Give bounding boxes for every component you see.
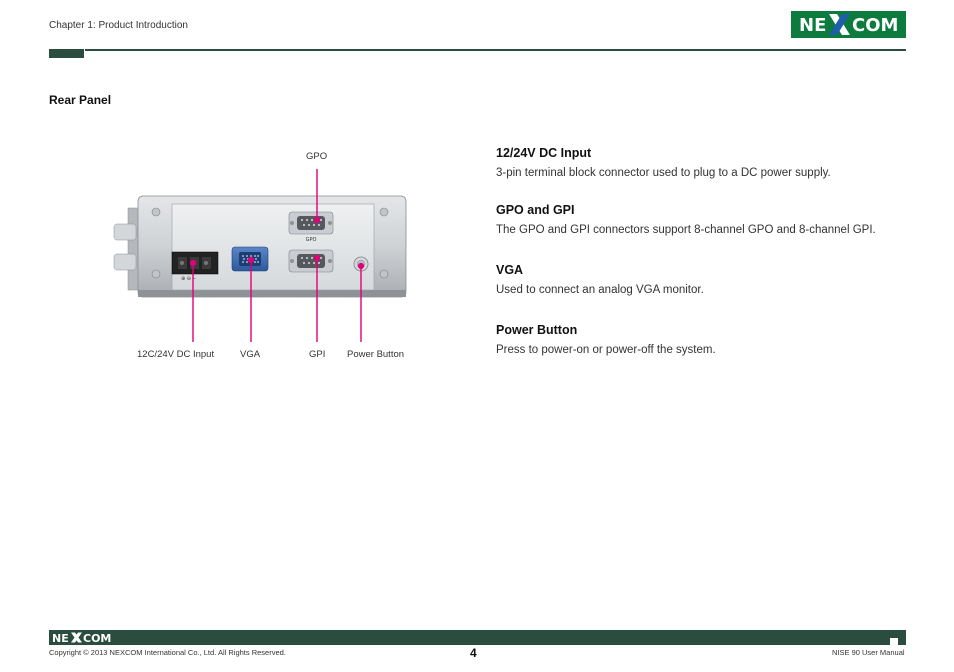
svg-text:COM: COM <box>83 632 111 644</box>
footer-square-decoration <box>890 630 898 638</box>
callout-label-gpi: GPI <box>309 349 326 360</box>
callout-label-power-button: Power Button <box>347 349 405 360</box>
screw-icon <box>379 269 389 279</box>
desc-title-dc-input: 12/24V DC Input <box>496 146 592 160</box>
gpo-port <box>288 211 334 235</box>
page-number: 4 <box>470 646 477 660</box>
footer-copyright: Copyright © 2013 NEXCOM International Co… <box>49 648 286 657</box>
callout-lines <box>189 169 365 342</box>
footer-bar <box>49 630 906 645</box>
footer-logo-graphic: NE COM <box>52 632 111 645</box>
callout-label-vga: VGA <box>240 349 261 360</box>
desc-title-power-button: Power Button <box>496 323 578 337</box>
footer-square-decoration <box>899 638 906 645</box>
desc-title-gpo-gpi: GPO and GPI <box>496 203 575 217</box>
rear-panel-illustration: ⊕ ⊖ ─ GPO <box>113 169 407 342</box>
gpo-port-label: GPO <box>306 237 317 243</box>
chassis-base <box>138 290 406 297</box>
gpi-port <box>288 249 334 273</box>
screw-icon <box>151 269 161 279</box>
footer-square-gap <box>890 638 898 645</box>
section-title: Rear Panel <box>49 93 112 107</box>
callout-label-dc-input: 12C/24V DC Input <box>137 349 215 360</box>
header-accent-block <box>49 49 84 58</box>
screw-icon <box>379 207 389 217</box>
desc-title-vga: VGA <box>496 263 524 277</box>
mounting-bracket <box>113 207 141 291</box>
svg-text:COM: COM <box>852 15 898 36</box>
io-panel <box>171 203 375 291</box>
desc-text-dc-input: 3-pin terminal block connector used to p… <box>496 167 831 179</box>
desc-text-power-button: Press to power-on or power-off the syste… <box>496 344 716 356</box>
nexcom-logo-graphic: NE COM <box>791 11 906 38</box>
footer-logo: NE COM <box>52 631 112 649</box>
screw-icon <box>151 207 161 217</box>
svg-text:NE: NE <box>799 15 826 36</box>
callout-label-gpo: GPO <box>306 151 328 162</box>
header-rule <box>85 49 906 51</box>
desc-text-vga: Used to connect an analog VGA monitor. <box>496 284 704 296</box>
svg-text:NE: NE <box>52 632 69 644</box>
nexcom-logo: NE COM <box>791 11 906 38</box>
footer-manual-name: NISE 90 User Manual <box>832 648 905 657</box>
rear-panel-figure: ⊕ ⊖ ─ GPO <box>100 140 430 370</box>
desc-text-gpo-gpi: The GPO and GPI connectors support 8-cha… <box>496 224 876 236</box>
svg-text:⊕ ⊖ ─: ⊕ ⊖ ─ <box>181 276 197 282</box>
chapter-title: Chapter 1: Product Introduction <box>49 20 188 31</box>
